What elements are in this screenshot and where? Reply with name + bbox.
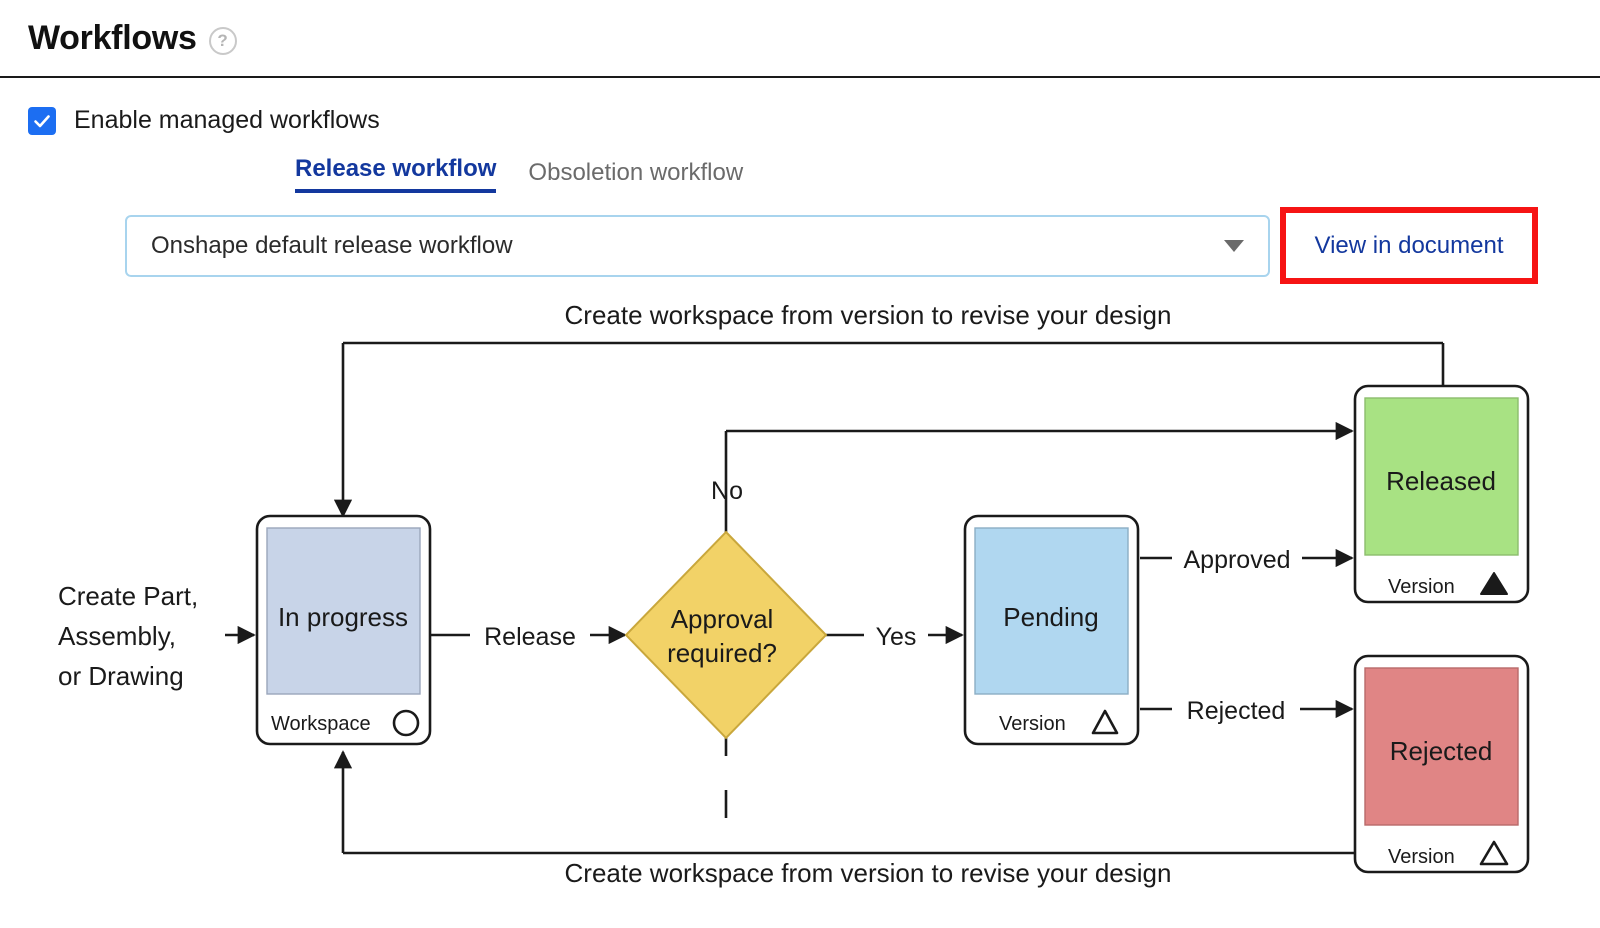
node-rejected-sublabel: Version [1388, 846, 1455, 868]
edge-label-rejected: Rejected [1187, 697, 1286, 725]
view-in-document-highlight: View in document [1280, 207, 1538, 284]
page-title: Workflows [28, 18, 197, 57]
enable-managed-workflows-row[interactable]: Enable managed workflows [28, 106, 380, 135]
node-pending-label: Pending [1003, 602, 1098, 632]
edge-label-no: No [711, 477, 743, 505]
check-icon [34, 114, 50, 127]
triangle-outline-icon [1091, 709, 1119, 735]
help-icon[interactable]: ? [208, 27, 237, 55]
tab-obsoletion-workflow[interactable]: Obsoletion workflow [528, 159, 744, 186]
workflow-select-value: Onshape default release workflow [151, 232, 513, 259]
node-rejected-label: Rejected [1390, 736, 1493, 766]
workflow-select[interactable]: Onshape default release workflow [125, 215, 1270, 277]
circle-icon [392, 709, 420, 737]
loop-label-bottom: Create workspace from version to revise … [565, 858, 1172, 888]
node-approval-required-shape [624, 530, 828, 740]
node-in-progress-fill [266, 527, 421, 695]
workflow-tabs: Release workflow Obsoletion workflow [295, 155, 743, 193]
page-header: Workflows ? [0, 0, 1600, 78]
loop-label-top: Create workspace from version to revise … [565, 300, 1172, 330]
release-workflow-diagram: Create Part, Assembly, or Drawing In pro… [0, 290, 1600, 928]
triangle-filled-icon [1480, 572, 1508, 595]
node-in-progress[interactable]: In progress Workspace [255, 514, 432, 746]
node-pending-sublabel: Version [999, 713, 1066, 735]
tab-release-workflow[interactable]: Release workflow [295, 155, 497, 193]
node-approval-required-label-1: Approval [671, 604, 774, 634]
view-in-document-link[interactable]: View in document [1314, 231, 1504, 259]
node-rejected-fill [1364, 667, 1519, 826]
enable-managed-workflows-checkbox[interactable] [28, 106, 56, 135]
edge-label-approved: Approved [1183, 546, 1290, 574]
start-label-line-2: Assembly, [58, 621, 176, 651]
node-released-sublabel: Version [1388, 576, 1455, 598]
node-pending[interactable]: Pending Version [963, 514, 1140, 746]
node-pending-fill [974, 527, 1129, 695]
edge-label-release: Release [484, 623, 576, 651]
start-label-line-3: or Drawing [58, 661, 184, 691]
node-released-fill [1364, 397, 1519, 556]
node-released[interactable]: Released Version [1353, 384, 1530, 604]
enable-managed-workflows-label: Enable managed workflows [74, 106, 380, 134]
node-in-progress-sublabel: Workspace [271, 713, 371, 735]
start-label-line-1: Create Part, [58, 581, 198, 611]
node-rejected[interactable]: Rejected Version [1353, 654, 1530, 874]
chevron-down-icon[interactable] [1224, 240, 1244, 252]
edge-label-yes: Yes [876, 623, 917, 651]
node-approval-required[interactable]: Approval required? [624, 530, 828, 740]
node-in-progress-label: In progress [278, 602, 408, 632]
node-released-label: Released [1386, 466, 1496, 496]
triangle-outline-icon [1479, 840, 1509, 866]
diagram-start-label: Create Part, Assembly, or Drawing [58, 581, 198, 691]
node-approval-required-label-2: required? [667, 638, 777, 668]
